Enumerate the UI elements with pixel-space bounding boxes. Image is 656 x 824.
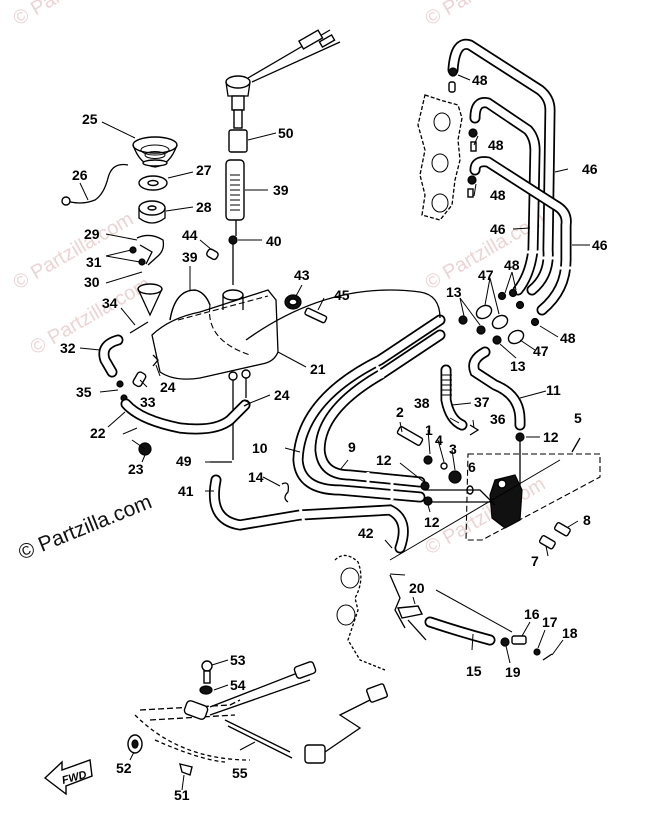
tank-left-hoses	[98, 321, 252, 456]
lower-bracket-assembly: FWD	[43, 660, 388, 796]
callout-48e: 48	[560, 330, 576, 346]
watermark: © Partzilla.com	[422, 0, 550, 30]
watermark-dark: © Partzilla.com	[15, 490, 155, 564]
callout-3: 3	[449, 441, 457, 457]
callout-52: 52	[116, 760, 132, 776]
oil-level-gauge	[225, 29, 341, 285]
callout-32: 32	[60, 340, 76, 356]
callout-43: 43	[294, 267, 310, 283]
callout-46c: 46	[592, 237, 608, 253]
callout-40: 40	[266, 233, 282, 249]
callout-7: 7	[531, 553, 539, 569]
leader-lines	[79, 74, 590, 791]
callout-23: 23	[128, 461, 144, 477]
callout-34: 34	[102, 295, 118, 311]
callout-38: 39	[182, 249, 198, 265]
lower-feed-hose	[208, 461, 409, 554]
callout-6: 6	[468, 459, 476, 475]
callout-16: 16	[524, 606, 540, 622]
callout-36: 36	[490, 411, 506, 427]
clamp	[281, 482, 290, 503]
callout-1: 1	[425, 422, 433, 438]
lower-injector-assembly	[334, 459, 561, 671]
callout-33: 33	[140, 394, 156, 410]
callout-31: 31	[86, 254, 102, 270]
watermark: © Partzilla.com	[10, 0, 138, 30]
callout-54: 54	[230, 677, 246, 693]
callout-39: 39	[273, 182, 289, 198]
callout-27: 27	[196, 162, 212, 178]
callout-45: 45	[334, 287, 350, 303]
fwd-arrow	[43, 759, 93, 796]
callout-9: 9	[348, 439, 356, 455]
callout-4: 4	[435, 432, 443, 448]
callout-12c: 12	[424, 514, 440, 530]
callout-13b: 13	[510, 358, 526, 374]
callout-24b: 24	[274, 387, 290, 403]
pump-feed-hoses	[440, 346, 526, 488]
callout-47a: 47	[478, 267, 494, 283]
callout-29: 29	[84, 226, 100, 242]
callout-8: 8	[583, 512, 591, 528]
callout-11: 11	[546, 382, 561, 398]
callout-15: 15	[466, 663, 482, 679]
callout-17: 17	[542, 614, 558, 630]
callout-25: 25	[82, 111, 98, 127]
grommet-bolt	[284, 294, 328, 324]
callout-44: 44	[182, 227, 198, 243]
delivery-hoses	[245, 289, 446, 503]
filler-cap-assembly	[61, 136, 178, 317]
callout-55: 55	[232, 765, 248, 781]
callout-49: 49	[176, 453, 192, 469]
watermark: © Partzilla.com	[422, 473, 550, 559]
callout-10: 10	[252, 440, 268, 456]
callout-46b: 46	[490, 221, 506, 237]
callout-46a: 46	[582, 161, 598, 177]
callout-41: 41	[178, 483, 194, 499]
callouts: 25 26 27 28 29 31 30 50 39 40 44 39 43 4…	[60, 72, 608, 803]
oil-pump	[396, 426, 601, 550]
grommet-small	[206, 248, 219, 261]
callout-20: 20	[409, 580, 425, 596]
callout-26: 26	[72, 167, 88, 183]
callout-12a: 12	[376, 452, 392, 468]
oil-tank	[151, 289, 279, 460]
callout-48d: 48	[504, 257, 520, 273]
callout-51: 51	[174, 787, 190, 803]
callout-19: 19	[505, 664, 521, 680]
callout-22: 22	[90, 425, 106, 441]
callout-37: 37	[474, 394, 490, 410]
callout-35: 35	[76, 384, 92, 400]
callout-48a: 48	[472, 72, 488, 88]
callout-21: 21	[310, 361, 326, 377]
callout-28: 28	[196, 199, 212, 215]
callout-53: 53	[230, 652, 246, 668]
callout-30: 30	[84, 274, 100, 290]
callout-38b: 38	[414, 395, 430, 411]
callout-5: 5	[574, 410, 582, 426]
watermark: © Partzilla.com	[10, 208, 138, 294]
callout-13a: 13	[446, 284, 462, 300]
callout-47b: 47	[533, 343, 549, 359]
callout-48b: 48	[488, 137, 504, 153]
carburetor-assembly	[417, 38, 573, 345]
callout-24a: 24	[160, 379, 176, 395]
callout-48c: 48	[490, 187, 506, 203]
callout-50: 50	[278, 125, 294, 141]
callout-18: 18	[562, 625, 578, 641]
callout-14: 14	[248, 469, 264, 485]
callout-2: 2	[396, 404, 404, 420]
callout-12b: 12	[543, 429, 559, 445]
callout-42: 42	[358, 525, 374, 541]
